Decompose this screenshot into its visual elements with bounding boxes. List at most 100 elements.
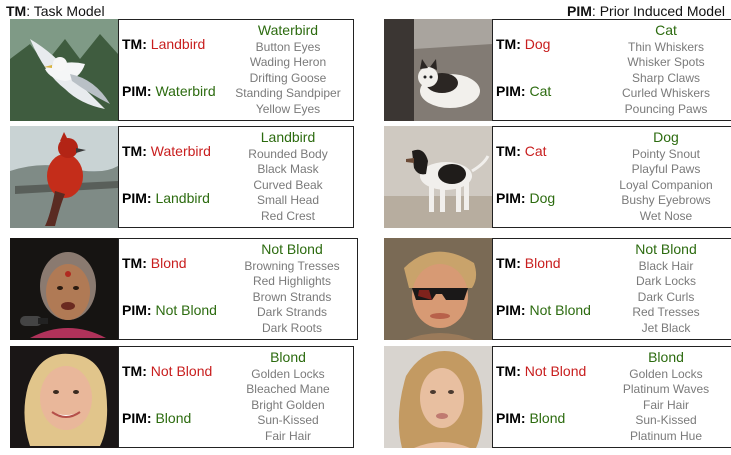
prediction-box: TM: Not Blond PIM: Blond Blond Golden Lo… (492, 346, 731, 448)
prior-word: Red Crest (260, 208, 316, 223)
prior-word: Brown Strands (252, 289, 332, 304)
task-model-prediction: TM: Cat (496, 143, 547, 159)
prior-word: Thin Whiskers (627, 40, 704, 54)
prior-induced-model-prediction: PIM: Cat (496, 83, 552, 99)
prior-word: Standing Sandpiper (235, 86, 341, 101)
prior-word: Dark Strands (256, 305, 328, 320)
predictions: TM: Not Blond PIM: Blond (122, 347, 240, 447)
prior-word: Pointy Snout (631, 147, 701, 161)
predictions: TM: Cat PIM: Dog (496, 127, 614, 227)
predictions: TM: Landbird PIM: Waterbird (122, 20, 240, 120)
task-model-prediction: TM: Blond (496, 255, 561, 271)
prior-induced-model-prediction: PIM: Dog (496, 190, 556, 206)
predictions: TM: Blond PIM: Not Blond (122, 239, 240, 339)
predictions: TM: Dog PIM: Cat (496, 20, 614, 120)
pim-prediction-value: Dog (529, 190, 556, 206)
pim-prediction-value: Not Blond (529, 302, 591, 318)
prior-class-title: Waterbird (257, 22, 319, 38)
tm-prediction-value: Landbird (150, 36, 206, 52)
task-model-prediction: TM: Dog (496, 36, 551, 52)
pim-prediction-value: Not Blond (155, 302, 217, 318)
seagull-photo (10, 19, 118, 121)
prior-class-title: Blond (270, 349, 306, 365)
tm-prediction-value: Not Blond (524, 363, 587, 379)
tm-prediction-value: Blond (524, 255, 561, 271)
prior-word: Dark Roots (261, 320, 323, 335)
prior-induced-model-prediction: PIM: Not Blond (496, 302, 591, 318)
pim-prediction-value: Blond (529, 410, 566, 426)
prior-word: Sun-Kissed (257, 413, 319, 428)
prior-word: Loyal Companion (619, 177, 713, 192)
example-photo (384, 126, 492, 228)
dog-photo (384, 126, 492, 228)
pim-prediction-value: Waterbird (155, 83, 216, 99)
prior-word: Rounded Body (248, 147, 328, 161)
prior-word: Bright Golden (251, 397, 325, 412)
prediction-box: TM: Not Blond PIM: Blond Blond Golden Lo… (118, 346, 354, 448)
tm-prediction-value: Not Blond (150, 363, 213, 379)
prior-induced-model-prediction: PIM: Landbird (122, 190, 210, 206)
example-photo (10, 126, 118, 228)
prior-word: Sharp Claws (631, 70, 701, 85)
prior-word: Wading Heron (249, 55, 327, 70)
prior-word: Golden Locks (629, 367, 703, 381)
legend-prior-induced-model: PIM: Prior Induced Model (567, 3, 725, 19)
prior-word: Red Tresses (632, 305, 700, 320)
cat-photo (384, 19, 492, 121)
prior-word: Platinum Waves (622, 382, 710, 397)
prior-induced-model-prediction: PIM: Blond (496, 410, 566, 426)
prior-word: Fair Hair (642, 397, 689, 412)
prior-word: Bushy Eyebrows (621, 193, 711, 208)
prior-word: Curved Beak (253, 177, 323, 192)
prior-class-title: Cat (655, 22, 677, 38)
prior-word: Dark Curls (637, 289, 695, 304)
tm-prediction-value: Blond (150, 255, 187, 271)
pim-prediction-value: Landbird (155, 190, 210, 206)
prior-induced-model-prediction: PIM: Blond (122, 410, 192, 426)
prior-word: Black Hair (638, 259, 694, 273)
prior-word: Black Mask (257, 162, 319, 177)
example-photo (10, 19, 118, 121)
prior-word: Dark Locks (635, 274, 697, 289)
example-photo (384, 238, 492, 340)
man-sunglasses-photo (384, 238, 492, 340)
prior-word: Golden Locks (251, 367, 325, 381)
task-model-prediction: TM: Waterbird (122, 143, 211, 159)
pim-prediction-value: Blond (155, 410, 192, 426)
prediction-box: TM: Waterbird PIM: Landbird Landbird Rou… (118, 126, 354, 228)
prior-word: Wet Nose (639, 208, 693, 223)
woman-portrait-photo (10, 238, 118, 340)
prior-word: Red Highlights (252, 274, 332, 289)
prediction-box: TM: Landbird PIM: Waterbird Waterbird Bu… (118, 19, 354, 121)
prior-word: Whisker Spots (627, 55, 705, 70)
prior-class-title: Blond (648, 349, 684, 365)
prediction-box: TM: Blond PIM: Not Blond Not Blond Brown… (118, 238, 358, 340)
task-model-prediction: TM: Not Blond (496, 363, 587, 379)
example-photo (10, 238, 118, 340)
prior-word: Playful Paws (631, 162, 701, 177)
tm-prediction-value: Dog (524, 36, 551, 52)
prior-class-title: Not Blond (261, 241, 323, 257)
prior-word: Fair Hair (264, 428, 311, 443)
task-model-prediction: TM: Not Blond (122, 363, 213, 379)
prior-class-title: Landbird (260, 129, 316, 145)
prediction-box: TM: Blond PIM: Not Blond Not Blond Black… (492, 238, 731, 340)
prior-word: Sun-Kissed (635, 413, 697, 428)
prior-word: Yellow Eyes (255, 101, 321, 116)
prior-induced-model-prediction: PIM: Waterbird (122, 83, 216, 99)
blond-woman-photo (384, 346, 492, 448)
prior-induced-model-prediction: PIM: Not Blond (122, 302, 217, 318)
example-photo (384, 346, 492, 448)
tm-prediction-value: Cat (524, 143, 547, 159)
prior-class-title: Dog (653, 129, 679, 145)
prior-word: Bleached Mane (246, 382, 330, 397)
example-photo (10, 346, 118, 448)
